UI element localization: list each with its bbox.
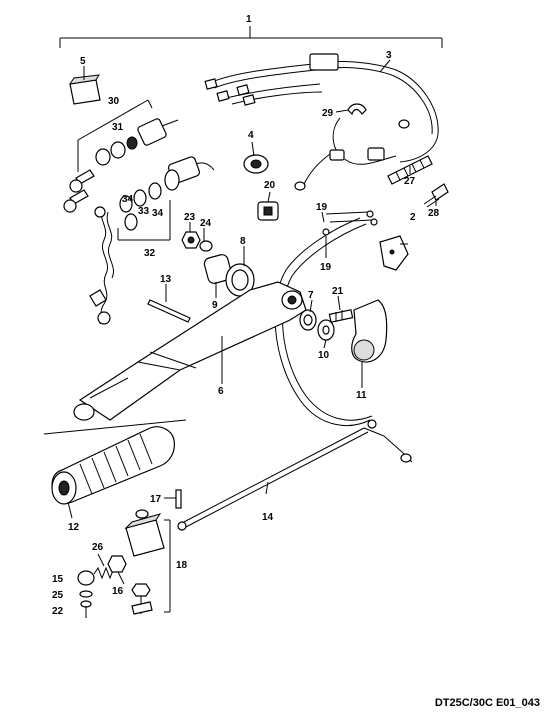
label-8: 8: [240, 236, 246, 247]
part-6-tiller-handle: [73, 281, 307, 421]
diagram-caption: DT25C/30C E01_043: [434, 697, 540, 709]
part-7-ring: [299, 309, 317, 331]
part-29-clamp: [347, 103, 367, 116]
part-20-grommet: [257, 201, 279, 221]
label-6: 6: [218, 386, 224, 397]
part-labels: 1 5 3 30 31 29 4 20 27 28 19 2 34 33 34 …: [52, 14, 440, 617]
label-19a: 19: [316, 202, 328, 213]
part-18-holder-group: [124, 509, 171, 615]
leader-lines: [67, 59, 437, 585]
label-10: 10: [318, 350, 330, 361]
part-15-screw: [77, 570, 95, 586]
label-4: 4: [248, 130, 254, 141]
label-25: 25: [52, 590, 64, 601]
part-2-bracket: [379, 235, 409, 271]
label-21: 21: [332, 286, 344, 297]
label-1: 1: [246, 14, 252, 25]
assembly-bracket-1: [59, 26, 443, 48]
part-8-ring: [225, 263, 255, 297]
part-28-bolt: [423, 183, 449, 208]
label-12: 12: [68, 522, 80, 533]
part-14-rod: [177, 419, 413, 531]
part-13-strip: [147, 299, 191, 323]
part-11-friction-knob: [351, 299, 388, 363]
part-22-screw: [80, 600, 92, 618]
label-24: 24: [200, 218, 212, 229]
label-20: 20: [264, 180, 276, 191]
label-14: 14: [262, 512, 274, 523]
label-7: 7: [308, 290, 314, 301]
label-3: 3: [386, 50, 392, 61]
part-25-washer: [79, 590, 93, 598]
part-5-cap: [68, 66, 101, 105]
label-29: 29: [322, 108, 334, 119]
part-24-washer: [199, 240, 213, 252]
label-2: 2: [410, 212, 416, 223]
label-9: 9: [212, 300, 218, 311]
part-3-wiring-harness: [204, 53, 439, 191]
part-32-switch-group: [117, 156, 215, 241]
part-16-nut: [107, 555, 127, 573]
label-18: 18: [176, 560, 188, 571]
part-26-spring: [93, 566, 115, 580]
part-17-pin: [175, 489, 182, 509]
part-21-bolt: [328, 309, 354, 323]
label-34b: 34: [152, 208, 164, 219]
part-12-throttle-grip: [43, 419, 187, 505]
part-4-grommet: [243, 154, 269, 174]
label-23: 23: [184, 212, 196, 223]
label-30: 30: [108, 96, 120, 107]
label-11: 11: [356, 390, 367, 401]
part-9-bushing: [203, 254, 233, 284]
label-22: 22: [52, 606, 64, 617]
label-26: 26: [92, 542, 104, 553]
label-5: 5: [80, 56, 86, 67]
part-19-throttle-cables: [274, 210, 378, 426]
part-23-nut: [181, 231, 201, 249]
lanyard-cord: [89, 206, 114, 325]
part-10-washer: [317, 319, 335, 341]
label-32: 32: [144, 248, 156, 259]
part-30-key-switch-group: [63, 99, 179, 213]
label-27: 27: [404, 176, 416, 187]
label-28: 28: [428, 208, 440, 219]
label-17: 17: [150, 494, 162, 505]
label-15: 15: [52, 574, 64, 585]
label-34a: 34: [122, 194, 134, 205]
label-13: 13: [160, 274, 172, 285]
label-19b: 19: [320, 262, 332, 273]
label-31: 31: [112, 122, 124, 133]
label-33: 33: [138, 206, 150, 217]
label-16: 16: [112, 586, 124, 597]
